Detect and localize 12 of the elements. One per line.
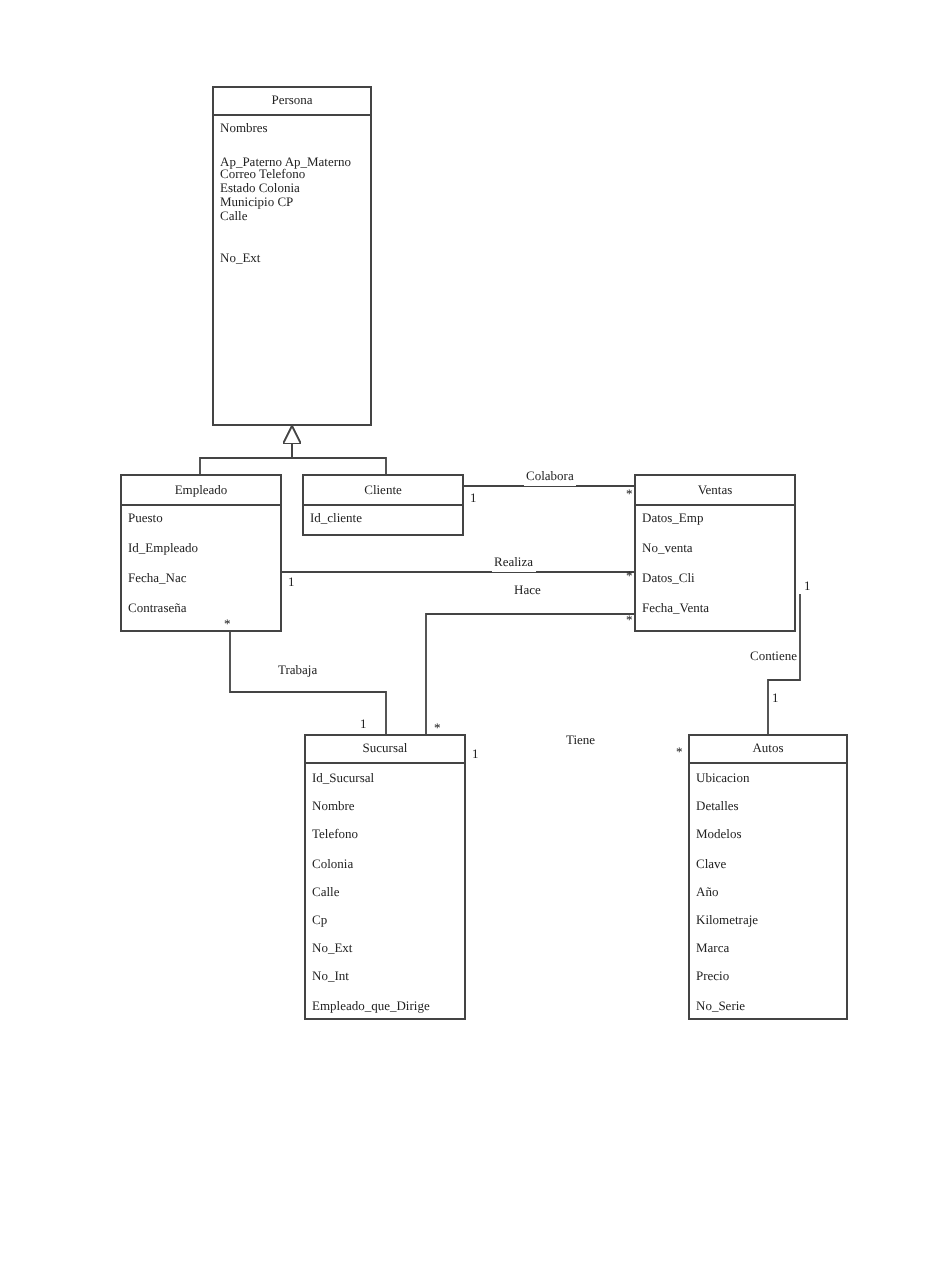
association-line	[767, 593, 801, 735]
association-line	[229, 631, 387, 735]
class-box	[302, 474, 464, 536]
class-box	[120, 474, 282, 632]
class-box	[304, 734, 466, 1020]
association-line	[463, 485, 635, 487]
association-line	[425, 613, 635, 735]
class-box	[212, 86, 372, 426]
class-box	[634, 474, 796, 632]
generalization-arrow	[282, 425, 387, 475]
association-line	[281, 571, 635, 573]
class-box	[688, 734, 848, 1020]
